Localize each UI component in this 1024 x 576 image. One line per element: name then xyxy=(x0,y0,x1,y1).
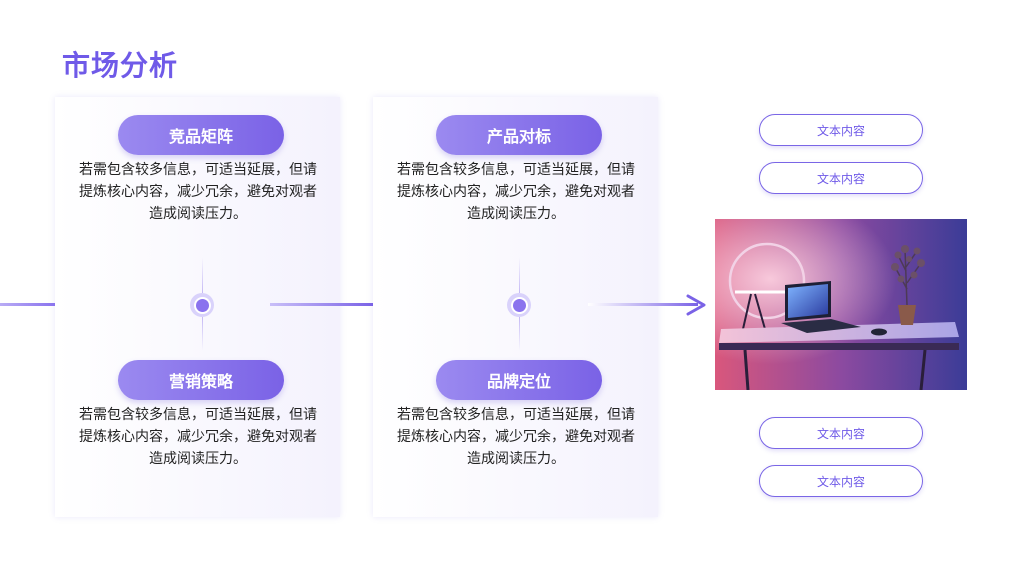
section-text-product-benchmark: 若需包含较多信息，可适当延展，但请提炼核心内容，减少冗余，避免对观者造成阅读压力… xyxy=(397,162,635,222)
text-tag-2: 文本内容 xyxy=(759,162,923,194)
section-label-brand-positioning: 品牌定位 xyxy=(436,360,602,400)
timeline-node-2 xyxy=(507,293,531,317)
timeline-node-1 xyxy=(190,293,214,317)
card-middle: 产品对标 若需包含较多信息，可适当延展，但请提炼核心内容，减少冗余，避免对观者造… xyxy=(373,97,658,517)
connector-line-middle xyxy=(270,303,373,306)
tick-line-bottom-1 xyxy=(202,317,203,351)
page-title: 市场分析 xyxy=(62,49,179,82)
text-tag-3: 文本内容 xyxy=(759,417,923,449)
desk-photo xyxy=(715,219,967,390)
section-text-competitor-matrix: 若需包含较多信息，可适当延展，但请提炼核心内容，减少冗余，避免对观者造成阅读压力… xyxy=(79,162,317,222)
tick-line-top-2 xyxy=(519,257,520,293)
section-label-product-benchmark: 产品对标 xyxy=(436,115,602,155)
arrow-right-icon xyxy=(686,294,706,316)
tick-line-bottom-2 xyxy=(519,317,520,351)
tick-line-top-1 xyxy=(202,257,203,293)
card-left: 竞品矩阵 若需包含较多信息，可适当延展，但请提炼核心内容，减少冗余，避免对观者造… xyxy=(55,97,340,517)
text-tag-1: 文本内容 xyxy=(759,114,923,146)
section-text-brand-positioning: 若需包含较多信息，可适当延展，但请提炼核心内容，减少冗余，避免对观者造成阅读压力… xyxy=(397,407,635,467)
section-text-marketing-strategy: 若需包含较多信息，可适当延展，但请提炼核心内容，减少冗余，避免对观者造成阅读压力… xyxy=(79,407,317,467)
section-label-marketing-strategy: 营销策略 xyxy=(118,360,284,400)
connector-line-right xyxy=(588,303,698,306)
section-label-competitor-matrix: 竞品矩阵 xyxy=(118,115,284,155)
connector-line-left xyxy=(0,303,55,306)
text-tag-4: 文本内容 xyxy=(759,465,923,497)
